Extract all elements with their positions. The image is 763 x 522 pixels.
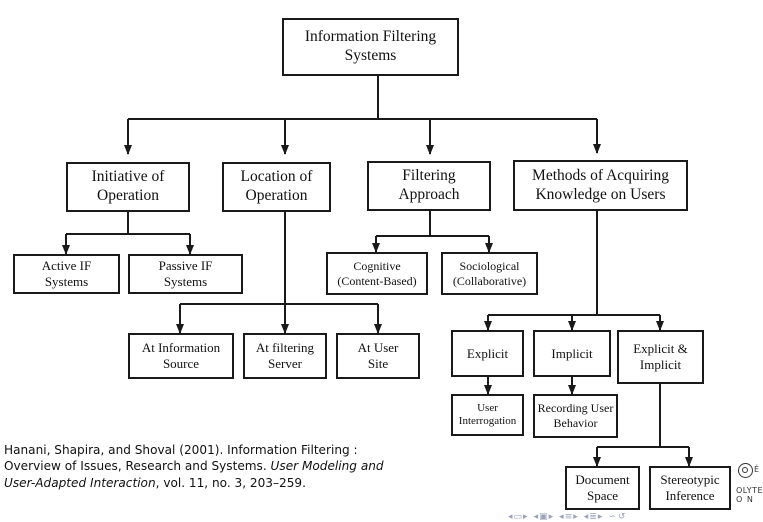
node-at-filtering-server: At filtering Server: [243, 333, 327, 379]
citation-details: , vol. 11, no. 3, 203–259.: [155, 475, 306, 490]
node-cognitive: Cognitive (Content-Based): [326, 252, 428, 295]
citation-text: Hanani, Shapira, and Shoval (2001). Info…: [4, 443, 358, 474]
nav-section-group: ◂ ▣ ▸: [533, 511, 554, 522]
connector-lines: [62, 76, 693, 467]
slide-icon[interactable]: ≣: [589, 511, 597, 522]
subsection-icon[interactable]: ≡: [564, 511, 573, 522]
node-methods-of-acquiring-knowledge: Methods of Acquiring Knowledge on Users: [513, 160, 688, 211]
nav-left-arrow-icon[interactable]: ◂: [583, 511, 589, 522]
nav-subsection-group: ◂ ≡ ▸: [559, 511, 578, 522]
nav-right-arrow-icon[interactable]: ▸: [548, 511, 554, 522]
node-initiative-of-operation: Initiative of Operation: [66, 162, 190, 212]
align-icon[interactable]: ∽: [608, 511, 616, 522]
section-icon[interactable]: ▣: [539, 511, 548, 522]
node-explicit: Explicit: [451, 330, 524, 377]
node-user-interrogation: User Interrogation: [451, 394, 524, 436]
node-recording-user-behavior: Recording User Behavior: [533, 394, 618, 438]
node-filtering-approach: Filtering Approach: [367, 161, 491, 211]
nav-right-arrow-icon[interactable]: ▸: [523, 511, 528, 522]
node-at-user-site: At User Site: [336, 333, 420, 379]
frame-icon[interactable]: ▭: [513, 511, 523, 522]
node-stereotypic-inference: Stereotypic Inference: [649, 466, 731, 510]
nav-right-arrow-icon[interactable]: ▸: [573, 511, 578, 522]
logo-text-line3: O N: [736, 495, 754, 504]
nav-left-arrow-icon[interactable]: ◂: [559, 511, 564, 522]
node-active-if-systems: Active IF Systems: [13, 254, 120, 294]
citation-reference: Hanani, Shapira, and Shoval (2001). Info…: [4, 442, 404, 491]
nav-left-arrow-icon[interactable]: ◂: [533, 511, 539, 522]
nav-left-arrow-icon[interactable]: ◂: [508, 511, 513, 522]
institution-logo: É OLYTEC O N: [735, 463, 763, 511]
node-passive-if-systems: Passive IF Systems: [128, 254, 243, 294]
node-sociological: Sociological (Collaborative): [441, 252, 538, 295]
citation-journal: User Modeling and User-Adapted Interacti…: [4, 459, 384, 490]
node-information-filtering-systems: Information Filtering Systems: [282, 18, 459, 76]
nav-frame-group: ◂ ▭ ▸: [508, 511, 528, 522]
logo-text-line1: É: [754, 465, 760, 474]
node-document-space: Document Space: [565, 466, 640, 510]
logo-text-line2: OLYTEC: [736, 486, 763, 495]
node-at-information-source: At Information Source: [128, 333, 234, 379]
slide-navigation-bar: ◂ ▭ ▸ ◂ ▣ ▸ ◂ ≡ ▸ ◂ ≣ ▸ ∽ ↺: [508, 512, 625, 522]
logo-icon: [738, 463, 753, 478]
nav-slide-group: ◂ ≣ ▸: [583, 511, 603, 522]
nav-right-arrow-icon[interactable]: ▸: [597, 511, 603, 522]
node-implicit: Implicit: [533, 330, 611, 377]
node-location-of-operation: Location of Operation: [222, 162, 331, 212]
node-explicit-and-implicit: Explicit & Implicit: [617, 330, 704, 384]
loop-icon[interactable]: ↺: [617, 511, 626, 522]
